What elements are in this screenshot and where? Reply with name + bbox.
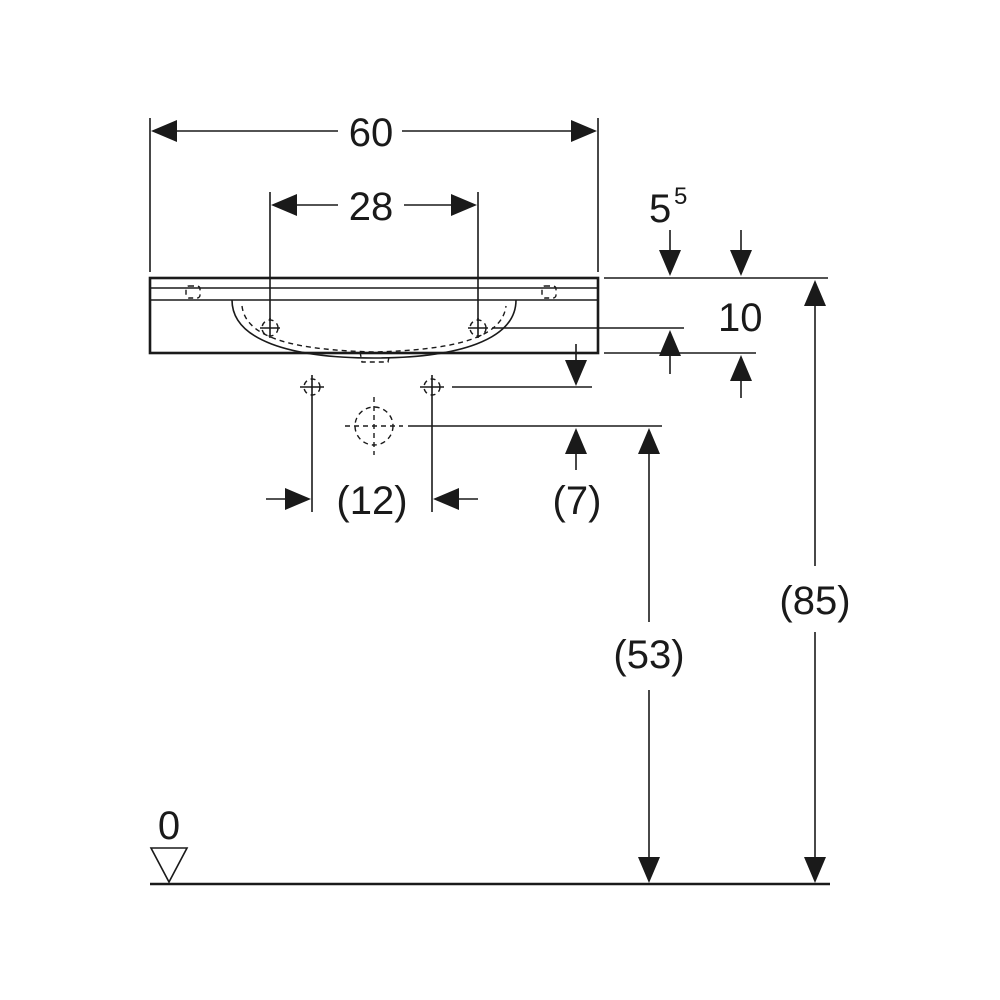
arrow-head	[451, 194, 477, 216]
washbasin-body	[148, 276, 600, 363]
dimension-overall-width: 60	[151, 111, 597, 155]
label-tap-hole-spacing: 28	[349, 185, 394, 229]
dimension-supply-drop	[565, 344, 587, 386]
overflow-hole-right	[541, 285, 557, 299]
label-top-thickness: 5	[649, 187, 671, 231]
arrow-head	[659, 250, 681, 276]
label-rim-depth: 10	[718, 296, 763, 340]
bowl-outline	[231, 299, 517, 359]
label-drain-height: (53)	[613, 633, 684, 677]
drain-connection	[345, 397, 403, 455]
arrow-head	[571, 120, 597, 142]
arrow-head	[565, 428, 587, 454]
arrow-head	[730, 355, 752, 381]
tap-hole-right	[468, 318, 488, 338]
label-floor-level: 0	[158, 804, 180, 848]
dimension-top-thickness: 5 5	[649, 183, 752, 276]
dimension-drain-height: (53)	[613, 428, 685, 883]
dimension-tap-hole-spacing: 28	[271, 185, 477, 229]
supply-connection-left	[300, 375, 324, 512]
arrow-head	[271, 194, 297, 216]
label-overall-width: 60	[349, 111, 394, 155]
label-top-thickness-superscript: 5	[674, 183, 687, 210]
level-triangle-icon	[149, 847, 189, 884]
arrow-head	[638, 428, 660, 454]
arrow-head	[565, 360, 587, 386]
dimension-supply-spacing: (12)	[266, 479, 478, 523]
bowl-inner-dashed	[241, 305, 507, 353]
arrow-head	[433, 488, 459, 510]
dimension-rim-height: (85)	[779, 280, 851, 883]
dimension-rim-depth: 10	[659, 296, 763, 398]
arrow-head	[804, 280, 826, 306]
arrow-head	[151, 120, 177, 142]
label-supply-spacing: (12)	[336, 479, 407, 523]
arrow-head	[659, 330, 681, 356]
dimension-drain-offset: (7)	[553, 428, 602, 523]
arrow-head	[730, 250, 752, 276]
floor-level-marker: 0	[149, 804, 189, 884]
tap-hole-left	[260, 318, 280, 338]
basin-outline	[148, 276, 600, 355]
supply-connection-right	[420, 375, 444, 512]
label-drain-offset: (7)	[553, 479, 602, 523]
extension-lines	[149, 118, 828, 427]
arrow-head	[285, 488, 311, 510]
arrow-head	[638, 857, 660, 883]
overflow-hole-left	[185, 285, 201, 299]
label-rim-height: (85)	[779, 579, 850, 623]
arrow-head	[804, 857, 826, 883]
